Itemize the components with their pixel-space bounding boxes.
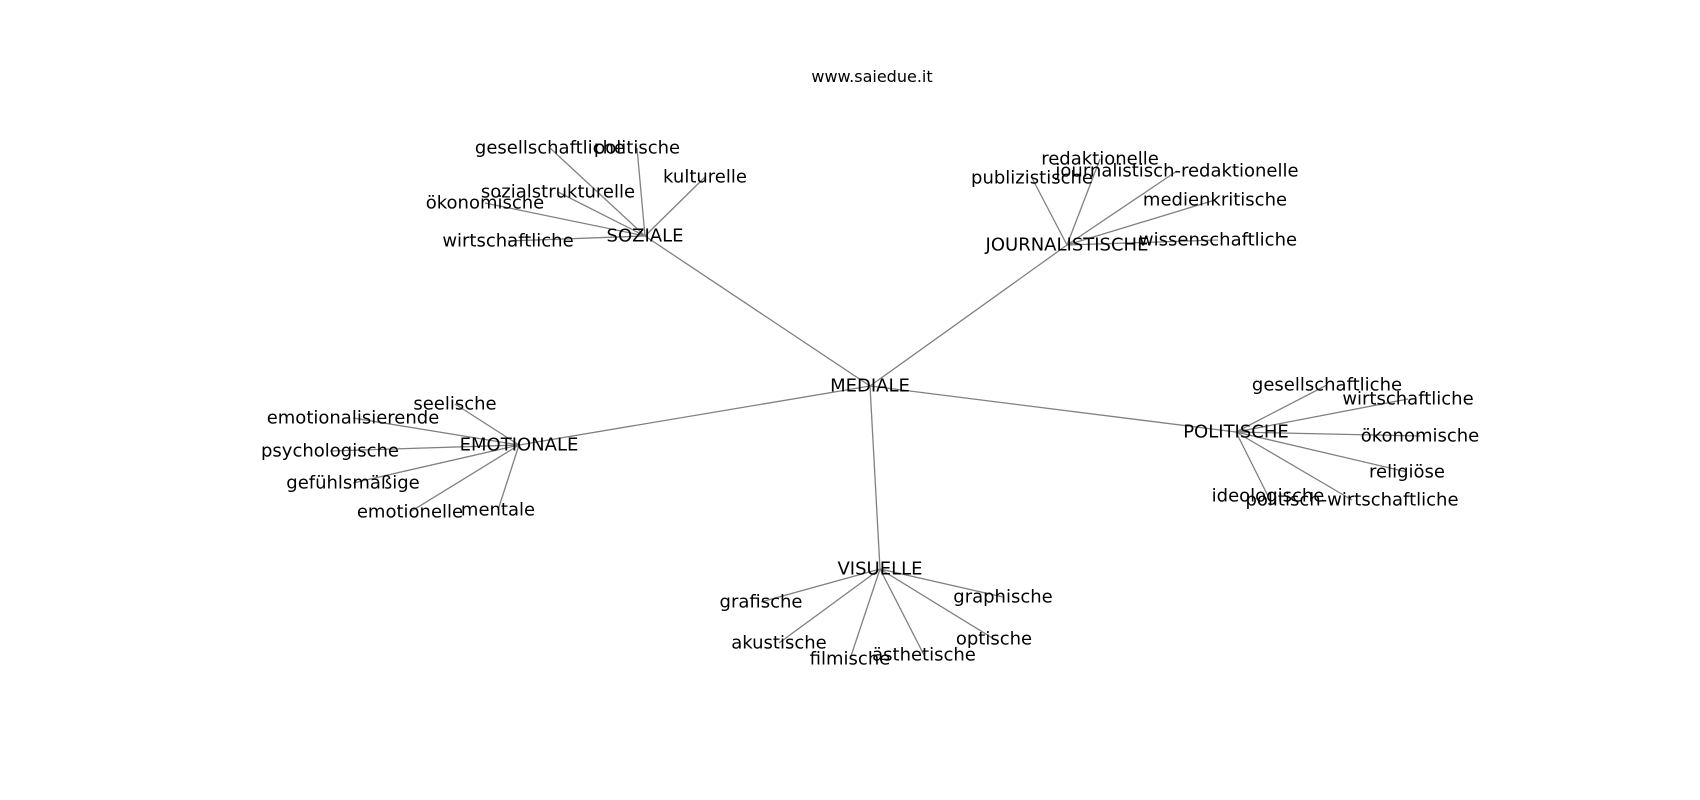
node-labels: MEDIALESOZIALEgesellschaftlichepolitisch… bbox=[261, 138, 1479, 670]
leaf-node-label: kulturelle bbox=[663, 167, 747, 188]
group-node-label: JOURNALISTISCHE bbox=[985, 235, 1149, 256]
edge-center-visuelle bbox=[869, 385, 881, 570]
leaf-node-label: ökonomische bbox=[1361, 426, 1480, 447]
edge-journalistische-leaf bbox=[1031, 177, 1068, 246]
edge-politische-leaf bbox=[1235, 384, 1328, 433]
leaf-node-label: politische bbox=[594, 138, 680, 159]
edge-emotionale-leaf bbox=[352, 417, 520, 446]
edge-visuelle-leaf bbox=[879, 568, 995, 640]
edge-soziale-leaf bbox=[557, 191, 646, 237]
edge-visuelle-leaf bbox=[778, 568, 881, 644]
edge-politische-leaf bbox=[1235, 431, 1408, 473]
edge-emotionale-leaf bbox=[329, 444, 520, 452]
group-node-label: EMOTIONALE bbox=[460, 435, 579, 456]
leaf-node-label: seelische bbox=[413, 394, 496, 415]
edge-emotionale-leaf bbox=[409, 444, 520, 513]
leaf-node-label: wirtschaftliche bbox=[442, 231, 573, 252]
leaf-node-label: gefühlsmäßige bbox=[286, 473, 419, 494]
edge-journalistische-leaf bbox=[1066, 170, 1178, 246]
edge-soziale-leaf bbox=[644, 176, 706, 237]
edge-journalistische-leaf bbox=[1066, 239, 1219, 246]
leaf-node-label: mentale bbox=[461, 500, 535, 521]
center-node-label: MEDIALE bbox=[830, 376, 910, 397]
leaf-node-label: journalistisch-redaktionelle bbox=[1054, 161, 1298, 182]
edge-emotionale-leaf bbox=[497, 444, 520, 511]
leaf-node-label: gesellschaftliche bbox=[1252, 375, 1402, 396]
edge-soziale-leaf bbox=[484, 202, 646, 237]
edge-emotionale-leaf bbox=[454, 403, 520, 446]
leaf-node-label: grafische bbox=[720, 592, 803, 613]
edge-emotionale-leaf bbox=[352, 444, 520, 484]
edge-visuelle-leaf bbox=[879, 568, 925, 656]
edge-center-politische bbox=[869, 385, 1237, 433]
edge-politische-leaf bbox=[1235, 431, 1269, 497]
leaf-node-label: wirtschaftliche bbox=[1342, 389, 1473, 410]
edge-center-emotionale bbox=[518, 385, 871, 446]
edge-soziale-leaf bbox=[636, 147, 646, 237]
leaf-node-label: wissenschaftliche bbox=[1139, 230, 1297, 251]
edge-soziale-leaf bbox=[549, 147, 646, 237]
leaf-node-label: optische bbox=[956, 629, 1032, 650]
leaf-node-label: graphische bbox=[953, 587, 1052, 608]
edge-visuelle-leaf bbox=[849, 568, 881, 660]
edge-journalistische-leaf bbox=[1066, 199, 1216, 246]
group-node-label: SOZIALE bbox=[607, 226, 684, 247]
edge-center-journalistische bbox=[869, 244, 1068, 387]
leaf-node-label: emotionelle bbox=[357, 502, 463, 523]
edge-visuelle-leaf bbox=[879, 568, 1004, 598]
leaf-node-label: akustische bbox=[731, 633, 827, 654]
source-title: www.saiedue.it bbox=[811, 67, 932, 86]
edge-journalistische-leaf bbox=[1066, 158, 1101, 246]
edge-soziale-leaf bbox=[507, 235, 646, 242]
leaf-node-label: publizistische bbox=[971, 168, 1093, 189]
edge-visuelle-leaf bbox=[760, 568, 881, 603]
leaf-node-label: ästhetische bbox=[872, 645, 976, 666]
leaf-node-label: gesellschaftliche bbox=[475, 138, 625, 159]
leaf-node-label: emotionalisierende bbox=[267, 408, 440, 429]
leaf-node-label: ökonomische bbox=[426, 193, 545, 214]
edge-politische-leaf bbox=[1235, 431, 1353, 501]
edge-center-soziale bbox=[644, 235, 871, 387]
edge-politische-leaf bbox=[1235, 431, 1421, 437]
leaf-node-label: psychologische bbox=[261, 441, 399, 462]
edge-politische-leaf bbox=[1235, 398, 1409, 433]
group-node-label: POLITISCHE bbox=[1183, 422, 1289, 443]
leaf-node-label: ideologische bbox=[1212, 486, 1325, 507]
leaf-node-label: sozialstrukturelle bbox=[481, 182, 635, 203]
leaf-node-label: medienkritische bbox=[1143, 190, 1287, 211]
leaf-node-label: politisch-wirtschaftliche bbox=[1245, 490, 1458, 511]
leaf-node-label: religiöse bbox=[1369, 462, 1445, 483]
leaf-node-label: redaktionelle bbox=[1041, 149, 1159, 170]
group-node-label: VISUELLE bbox=[837, 559, 922, 580]
edges bbox=[329, 147, 1421, 660]
leaf-node-label: filmische bbox=[810, 649, 891, 670]
